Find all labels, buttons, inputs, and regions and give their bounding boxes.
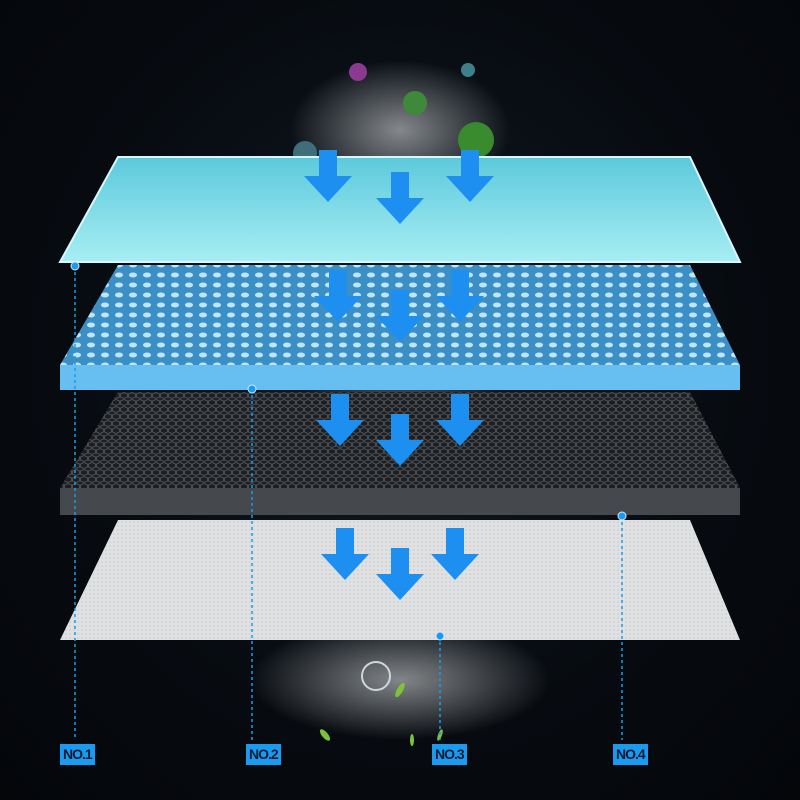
layer-label-3: NO.3 (432, 744, 467, 765)
layer-label-2: NO.2 (246, 744, 281, 765)
callout-dots (70, 261, 627, 641)
layer-label-4: NO.4 (613, 744, 648, 765)
layer-label-1: NO.1 (60, 744, 95, 765)
bubble-icon (361, 661, 391, 691)
callout-lines (74, 266, 623, 740)
